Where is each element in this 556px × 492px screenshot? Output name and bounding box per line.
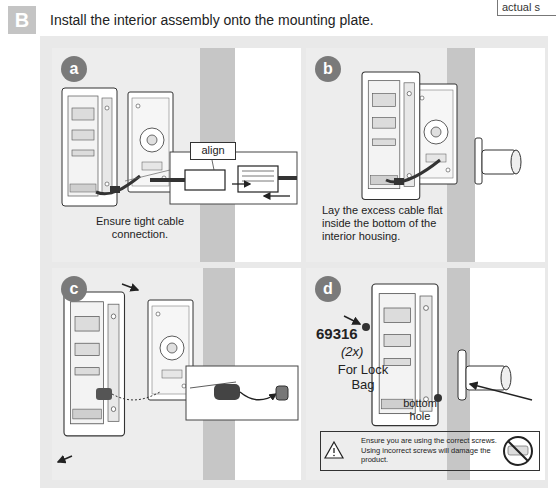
scale-note: actual s	[502, 1, 540, 13]
panel-badge: d	[315, 276, 341, 302]
step-panel: c	[52, 268, 301, 480]
panel-a-art	[52, 48, 301, 262]
warning-text: Ensure you are using the correct screws.	[361, 436, 511, 445]
panel-badge: a	[61, 56, 87, 82]
warning-triangle	[325, 442, 343, 458]
warning-box: Ensure you are using the correct screws.…	[320, 431, 540, 471]
instruction-text: Lay the excess cable flat inside the bot…	[322, 204, 460, 243]
step-panel: bLay the excess cable flat inside the bo…	[306, 48, 545, 262]
section-title: Install the interior assembly onto the m…	[50, 12, 374, 28]
step-letter-box: B	[8, 6, 36, 34]
panel-b-art	[306, 48, 545, 262]
callout-text: bottom hole	[396, 397, 444, 423]
panel-c-art	[52, 268, 301, 480]
step-panel: aEnsure tight cable connection. align	[52, 48, 301, 262]
panel-badge: c	[61, 276, 87, 302]
callout-text: align	[191, 144, 235, 156]
callout-box: align	[190, 142, 236, 160]
scale-note-box: actual s	[497, 0, 556, 16]
part-number: 69316	[316, 325, 358, 342]
quantity: (2x)	[341, 344, 363, 359]
panel-badge: b	[315, 56, 341, 82]
leader-line	[212, 160, 214, 170]
no-symbol	[504, 437, 532, 465]
instruction-text: Ensure tight cable connection.	[88, 215, 192, 241]
part-note: For Lock Bag	[332, 362, 394, 392]
step-letter: B	[8, 6, 36, 34]
warning-text: Using incorrect screws will damage the p…	[361, 446, 511, 464]
panel-d-art	[306, 268, 545, 480]
